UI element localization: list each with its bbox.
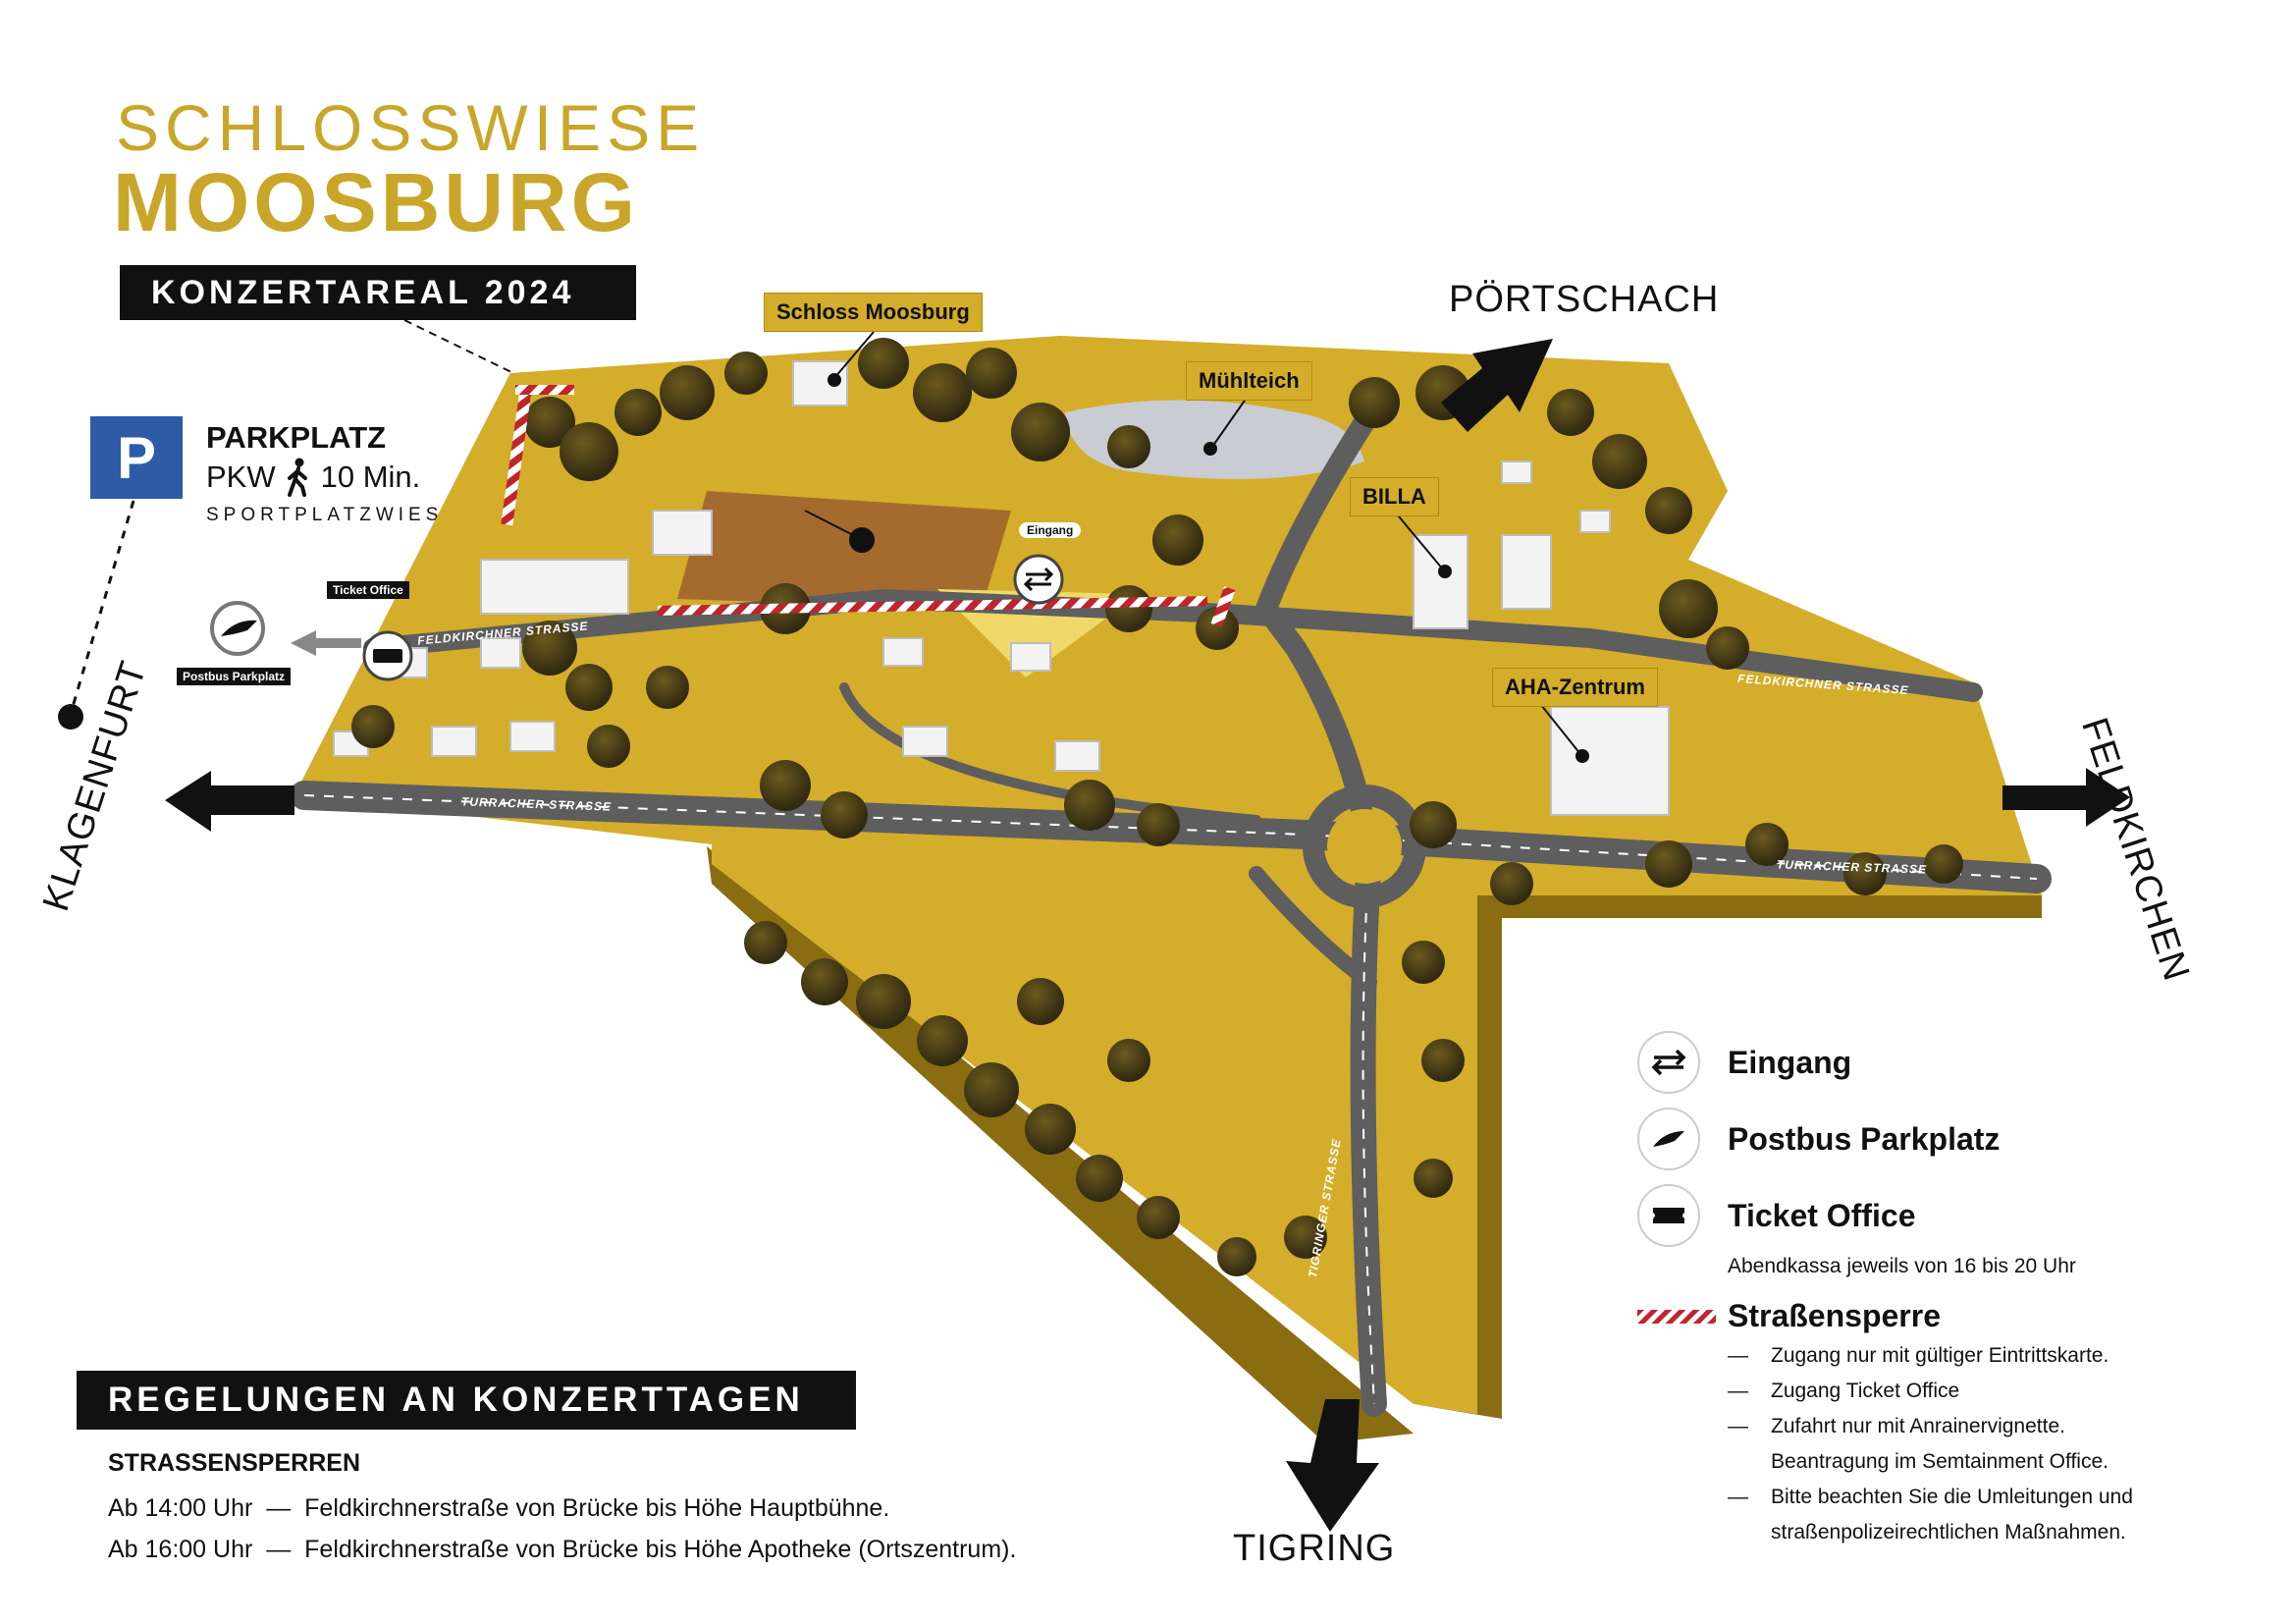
label-schloss: Schloss Moosburg [764, 293, 983, 332]
parking-badge: P [90, 416, 183, 499]
legend-note: —Zugang nur mit gültiger Eintrittskarte. [1728, 1344, 2109, 1367]
parking-mode: PKW 10 Min. [206, 458, 420, 497]
title-line-1: SCHLOSSWIESE [116, 91, 706, 164]
label-aha: AHA-Zentrum [1492, 668, 1658, 707]
road-barriers [501, 385, 1236, 627]
label-muehlteich: Mühlteich [1186, 361, 1312, 401]
konzertareal-banner: KONZERTAREAL 2024 [120, 265, 636, 320]
legend-sperre: Straßensperre [1637, 1298, 2266, 1334]
legend-notes: —Zugang nur mit gültiger Eintrittskarte.… [1728, 1338, 2266, 1550]
roundabout [1303, 785, 1426, 908]
legend-ticket-sub: Abendkassa jeweils von 16 bis 20 Uhr [1728, 1255, 2076, 1277]
legend: Eingang Postbus Parkplatz Ticket Office … [1637, 1031, 2266, 1550]
arrow-west [165, 771, 294, 832]
arrow-south [1286, 1399, 1379, 1532]
label-billa: BILLA [1350, 477, 1439, 516]
arrow-north [1441, 339, 1553, 432]
title-line-2: MOOSBURG [113, 156, 639, 248]
legend-note: —Bitte beachten Sie die Umleitungen und [1728, 1486, 2133, 1508]
legend-postbus-label: Postbus Parkplatz [1728, 1120, 2001, 1157]
rule-line: Ab 14:00 Uhr — Feldkirchnerstraße von Br… [108, 1494, 890, 1522]
direction-north: PÖRTSCHACH [1449, 279, 1720, 320]
legend-note: Beantragung im Semtainment Office. [1771, 1450, 2109, 1473]
legend-ticket-label: Ticket Office [1728, 1197, 1916, 1233]
walking-icon [287, 458, 307, 497]
postbus-icon [1637, 1108, 1700, 1170]
legend-note: —Zufahrt nur mit Anrainervignette. [1728, 1415, 2065, 1437]
rules: STRASSENSPERREN Ab 14:00 Uhr — Feldkirch… [108, 1449, 1286, 1570]
legend-note: —Zugang Ticket Office [1728, 1380, 1960, 1402]
legend-eingang: Eingang [1637, 1031, 2266, 1094]
parking-marker-dot [58, 704, 83, 730]
ticket-office-map-icon [362, 630, 413, 681]
label-postbus-small: Postbus Parkplatz [177, 668, 292, 685]
label-ticket-office-small: Ticket Office [327, 581, 409, 599]
rules-banner: REGELUNGEN AN KONZERTTAGEN [77, 1371, 856, 1430]
parking-walk-time: 10 Min. [320, 460, 421, 494]
arrow-east [2002, 768, 2130, 827]
postbus-arrow [291, 630, 361, 656]
stage-field [677, 491, 1011, 609]
rules-heading: STRASSENSPERREN [108, 1449, 360, 1477]
parking-mode-label: PKW [206, 460, 276, 494]
legend-postbus: Postbus Parkplatz [1637, 1108, 2266, 1170]
rule-line: Ab 16:00 Uhr — Feldkirchnerstraße von Br… [108, 1536, 1017, 1563]
entrance-icon [1637, 1031, 1700, 1094]
parking-location: SPORTPLATZWIESE [206, 505, 461, 525]
ticket-icon [1637, 1184, 1700, 1247]
buildings [333, 360, 1670, 816]
legend-ticket: Ticket Office [1637, 1184, 2266, 1247]
parking-connector [71, 500, 135, 708]
label-pointers [804, 331, 1589, 763]
label-eingang-small: Eingang [1019, 522, 1082, 538]
entrance-map-icon [1013, 554, 1064, 605]
parking-title: PARKPLATZ [206, 420, 387, 455]
direction-south: TIGRING [1233, 1528, 1396, 1569]
legend-sperre-label: Straßensperre [1728, 1298, 1941, 1333]
road-barrier-icon [1637, 1309, 1716, 1324]
legend-note: straßenpolizeirechtlichen Maßnahmen. [1771, 1521, 2126, 1543]
postbus-map-icon [210, 601, 265, 656]
direction-arrows [165, 339, 2130, 1532]
legend-eingang-label: Eingang [1728, 1044, 1852, 1080]
